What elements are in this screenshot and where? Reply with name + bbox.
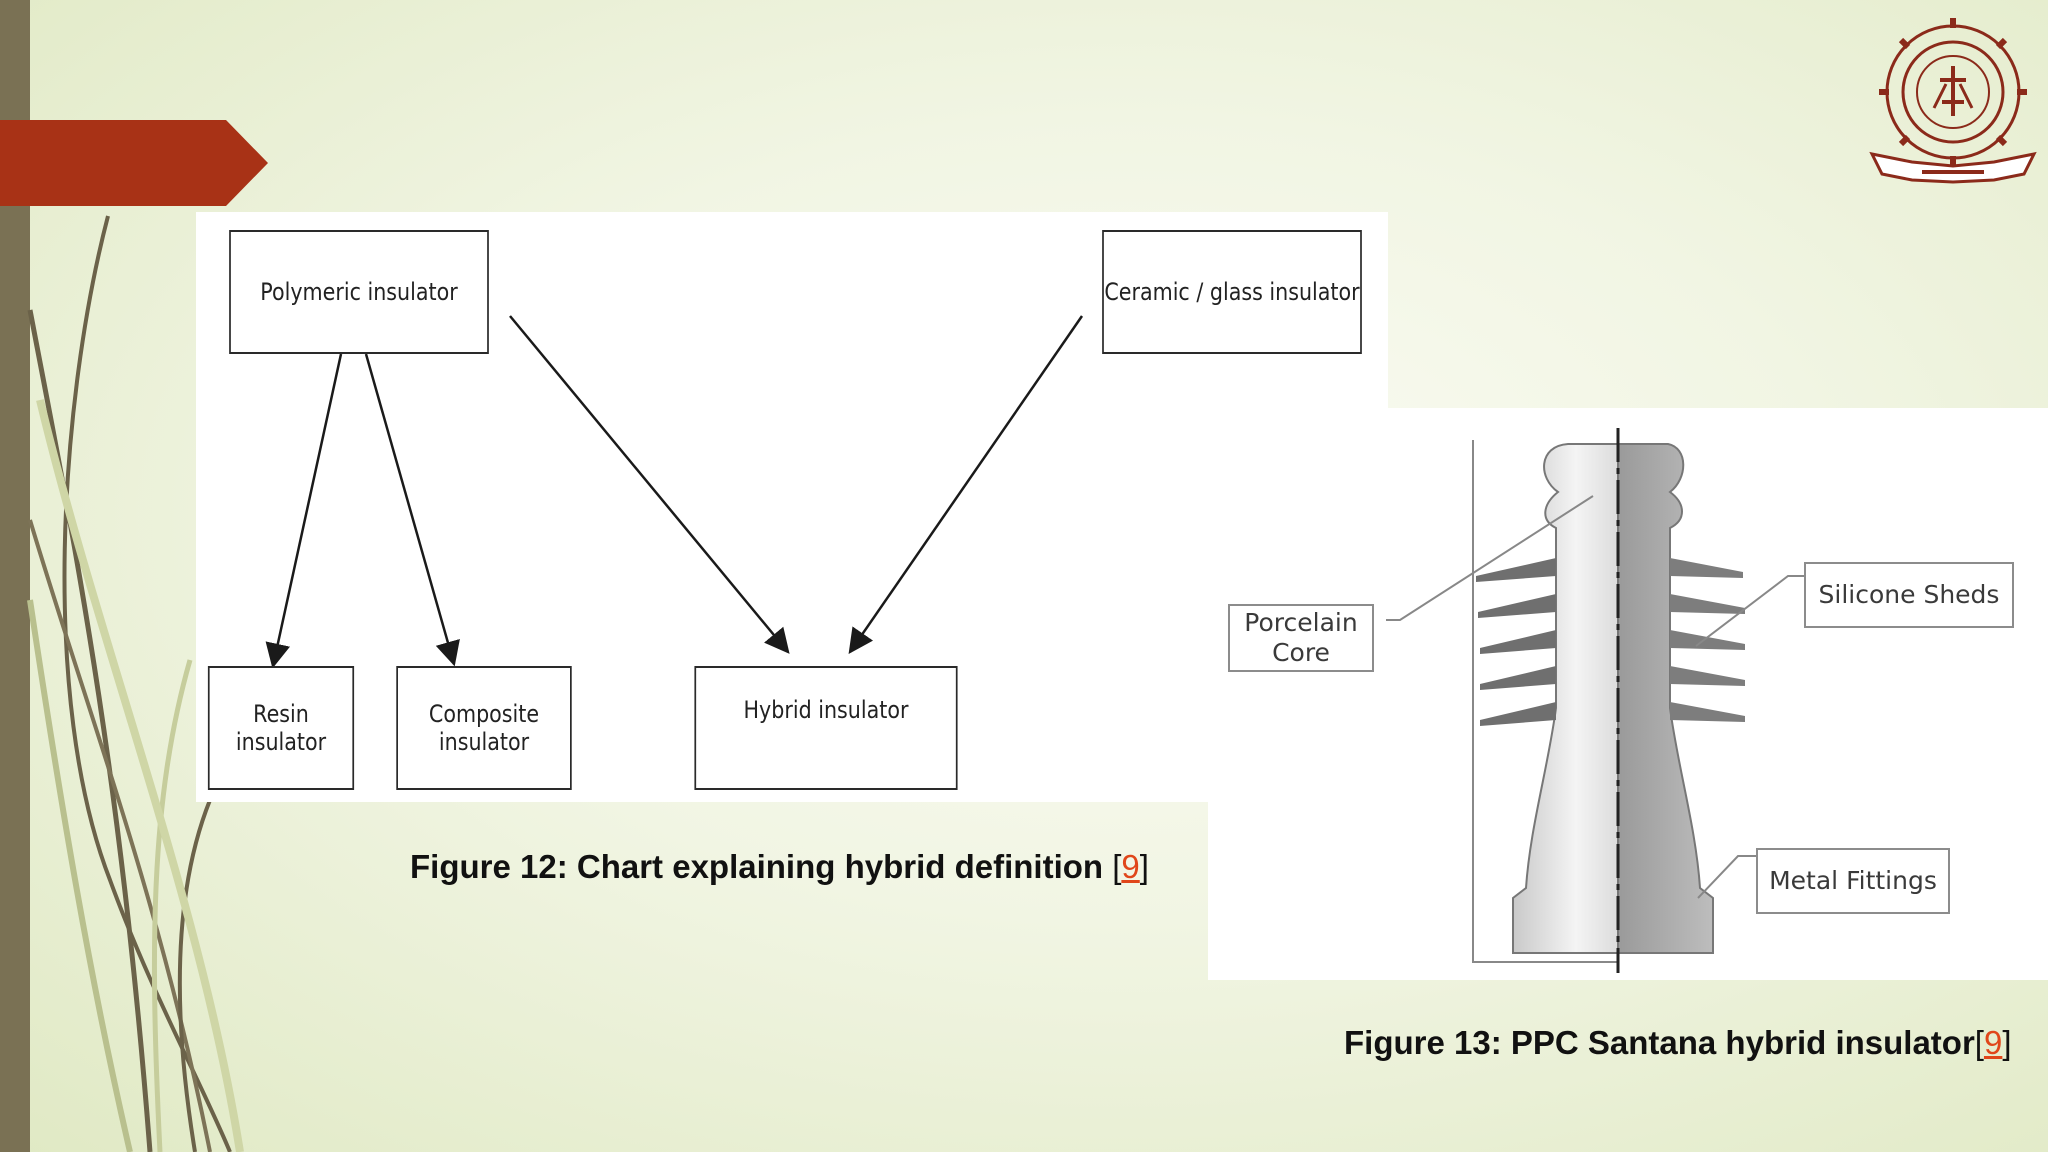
- figure-12-arrows: [265, 315, 1084, 669]
- figure-13-reference-link[interactable]: 9: [1983, 1024, 2003, 1061]
- figure-12-caption-text: Figure 12: Chart explaining hybrid defin…: [410, 848, 1113, 885]
- decorative-swirl-lines: [27, 215, 244, 1152]
- composite-insulator-label-line1: Composite: [428, 700, 540, 728]
- composite-insulator-label-line2: insulator: [438, 728, 530, 756]
- porcelain-core-label-line1: Porcelain: [1244, 608, 1358, 637]
- hybrid-insulator-label: Hybrid insulator: [743, 696, 909, 724]
- institute-logo: [1869, 18, 2037, 184]
- polymeric-insulator-label: Polymeric insulator: [260, 278, 458, 306]
- metal-fittings-label-box: Metal Fittings: [1756, 848, 1950, 914]
- porcelain-core-label-box: Porcelain Core: [1228, 604, 1374, 672]
- figure-12-caption: Figure 12: Chart explaining hybrid defin…: [410, 848, 1149, 886]
- figure-12-reference-link[interactable]: 9: [1121, 848, 1140, 885]
- figure-13-caption-open-bracket: [: [1974, 1024, 1984, 1061]
- figure-12-caption-open-bracket: [: [1112, 848, 1122, 885]
- figure-13-insulator-image: Porcelain Core Silicone Sheds Metal Fitt…: [1208, 408, 2048, 980]
- silicone-sheds-label: Silicone Sheds: [1818, 580, 2000, 609]
- metal-fittings-label: Metal Fittings: [1769, 866, 1937, 895]
- figure-12-chart: Polymeric insulator Ceramic / glass insu…: [196, 212, 1388, 802]
- insulator-drawing: [1386, 428, 1808, 973]
- resin-insulator-box: Resin insulator: [207, 666, 355, 790]
- figure-13-caption: Figure 13: PPC Santana hybrid insulator[…: [1344, 1024, 2012, 1062]
- ceramic-glass-insulator-box: Ceramic / glass insulator: [1102, 230, 1362, 354]
- figure-13-caption-close-bracket: ]: [2002, 1024, 2012, 1061]
- figure-12-caption-close-bracket: ]: [1139, 848, 1149, 885]
- hybrid-insulator-box: Hybrid insulator: [694, 666, 958, 790]
- figure-13-caption-text: Figure 13: PPC Santana hybrid insulator: [1344, 1024, 1975, 1061]
- accent-arrow-tab: [0, 120, 268, 206]
- ceramic-glass-insulator-label: Ceramic / glass insulator: [1104, 278, 1360, 306]
- resin-insulator-label-line1: Resin: [253, 700, 309, 728]
- polymeric-insulator-box: Polymeric insulator: [229, 230, 489, 354]
- silicone-sheds-label-box: Silicone Sheds: [1804, 562, 2014, 628]
- porcelain-core-label-line2: Core: [1272, 638, 1330, 667]
- composite-insulator-box: Composite insulator: [396, 666, 572, 790]
- resin-insulator-label-line2: insulator: [235, 728, 327, 756]
